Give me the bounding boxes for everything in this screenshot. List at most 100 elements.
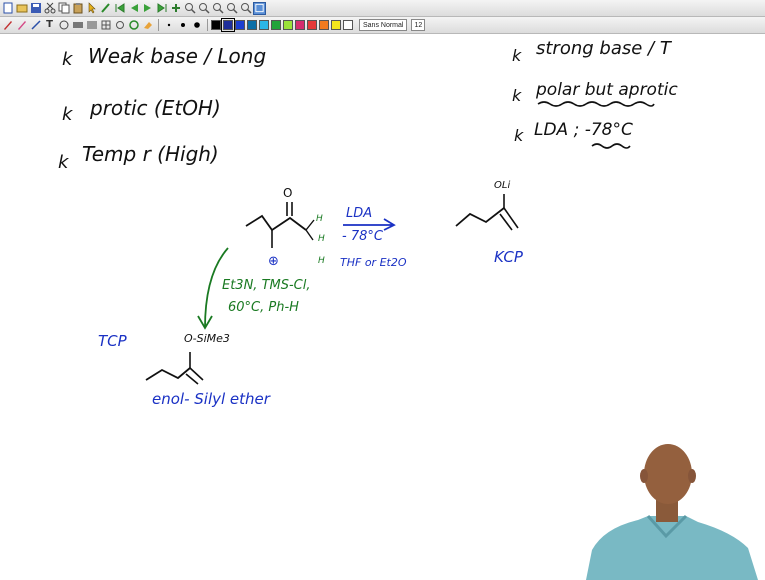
small-dot-icon[interactable]: [162, 19, 175, 32]
eraser-icon[interactable]: [141, 19, 154, 32]
silyl-double-bond: [185, 367, 204, 385]
silylation-reagents: Et3N, TMS-Cl,: [222, 278, 311, 293]
color-swatch[interactable]: [221, 18, 235, 32]
note-polar-aprotic: polar but aprotic: [536, 80, 678, 100]
curved-arrow-head: [197, 315, 213, 330]
new-file-icon[interactable]: [1, 2, 14, 15]
h-bond: [305, 219, 315, 241]
bullet-mark: k: [58, 152, 69, 173]
color-swatch[interactable]: [259, 20, 269, 30]
save-icon[interactable]: [29, 2, 42, 15]
whiteboard-canvas[interactable]: k Weak base / Long k protic (EtOH) k Tem…: [0, 34, 765, 580]
wavy-underline: [537, 101, 655, 107]
zoom-width-icon[interactable]: [225, 2, 238, 15]
copy-icon[interactable]: [57, 2, 70, 15]
zoom-page-icon[interactable]: [239, 2, 252, 15]
curved-arrow: [204, 247, 229, 329]
presenter-ear: [688, 469, 696, 483]
toolbar-separator: [207, 19, 208, 31]
note-temperature: Temp r (High): [82, 142, 219, 166]
medium-dot-icon[interactable]: [176, 19, 189, 32]
prev-page-icon[interactable]: [127, 2, 140, 15]
stamp-icon[interactable]: [57, 19, 70, 32]
paste-icon[interactable]: [71, 2, 84, 15]
list-icon[interactable]: [85, 19, 98, 32]
hand-icon[interactable]: [113, 19, 126, 32]
capture-icon[interactable]: [253, 1, 266, 15]
presenter-head: [644, 444, 692, 504]
color-swatch[interactable]: [283, 20, 293, 30]
bullet-mark: k: [514, 126, 524, 145]
enolate-double-bond: [499, 207, 519, 231]
color-swatch[interactable]: [307, 20, 317, 30]
first-page-icon[interactable]: [113, 2, 126, 15]
kcp-label: KCP: [494, 248, 523, 266]
add-page-icon[interactable]: [169, 2, 182, 15]
grid-icon[interactable]: [71, 19, 84, 32]
color-palette: [211, 18, 355, 32]
enolate-oli: OLi: [494, 180, 511, 191]
font-size-field[interactable]: 12: [411, 19, 426, 31]
bullet-mark: k: [512, 46, 522, 65]
ketone-oxygen: O: [283, 186, 293, 200]
text-icon[interactable]: T: [46, 19, 53, 30]
pen-icon[interactable]: [1, 19, 14, 32]
presenter-shirt: [586, 516, 758, 580]
ink-drawing: [145, 101, 655, 385]
carbonyl-bond: [286, 202, 293, 216]
open-file-icon[interactable]: [15, 2, 28, 15]
line-icon[interactable]: [29, 19, 42, 32]
color-swatch[interactable]: [271, 20, 281, 30]
ketone-skeleton: [245, 214, 307, 232]
note-protic: protic (EtOH): [90, 96, 221, 120]
note-weak-base: Weak base / Long: [88, 44, 267, 68]
color-swatch[interactable]: [211, 20, 221, 30]
presenter-ear: [640, 469, 648, 483]
reaction-temperature: - 78°C: [342, 229, 383, 244]
color-swatch[interactable]: [331, 20, 341, 30]
zoom-in-icon[interactable]: [197, 2, 210, 15]
color-swatch[interactable]: [247, 20, 257, 30]
last-page-icon[interactable]: [155, 2, 168, 15]
table-icon[interactable]: [99, 19, 112, 32]
rotate-icon[interactable]: [127, 19, 140, 32]
color-swatch[interactable]: [343, 20, 353, 30]
presenter-video: [586, 444, 758, 580]
main-toolbar: [0, 0, 765, 17]
charge-mark: ⊕: [268, 254, 279, 269]
cut-icon[interactable]: [43, 2, 56, 15]
silyl-group: O-SiMe3: [184, 332, 230, 345]
bullet-mark: k: [62, 49, 73, 70]
lasso-icon[interactable]: [99, 2, 112, 15]
color-swatch[interactable]: [235, 20, 245, 30]
silyl-ether-label: enol- Silyl ether: [152, 390, 270, 408]
alpha-h-top: H: [316, 214, 323, 224]
zoom-fit-icon[interactable]: [183, 2, 196, 15]
toolbar-separator: [158, 19, 159, 31]
bullet-mark: k: [512, 86, 522, 105]
reaction-arrow: [343, 218, 396, 231]
silyl-enol-skeleton: [145, 367, 191, 381]
font-name-field[interactable]: Sans Normal: [359, 19, 408, 31]
pointer-icon[interactable]: [85, 2, 98, 15]
silylation-conditions: 60°C, Ph-H: [228, 300, 299, 315]
zoom-out-icon[interactable]: [211, 2, 224, 15]
large-dot-icon[interactable]: [190, 19, 203, 32]
bullet-mark: k: [62, 104, 73, 125]
color-swatch[interactable]: [319, 20, 329, 30]
alpha-h-bottom: H: [318, 256, 325, 266]
color-swatch[interactable]: [295, 20, 305, 30]
presenter-collar: [646, 514, 688, 539]
note-strong-base: strong base / T: [536, 38, 671, 59]
enolate-skeleton: [455, 207, 505, 227]
presenter-neck: [656, 498, 678, 522]
note-lda-temp: LDA ; -78°C: [534, 120, 633, 140]
reaction-solvent: THF or Et2O: [340, 256, 407, 269]
pen-toolbar: T Sans Normal 12: [0, 17, 765, 34]
reagent-lda: LDA: [346, 206, 373, 221]
highlighter-icon[interactable]: [15, 19, 28, 32]
next-page-icon[interactable]: [141, 2, 154, 15]
alpha-h-mid: H: [318, 234, 325, 244]
wavy-underline: [591, 143, 631, 149]
tcp-label: TCP: [98, 332, 127, 350]
